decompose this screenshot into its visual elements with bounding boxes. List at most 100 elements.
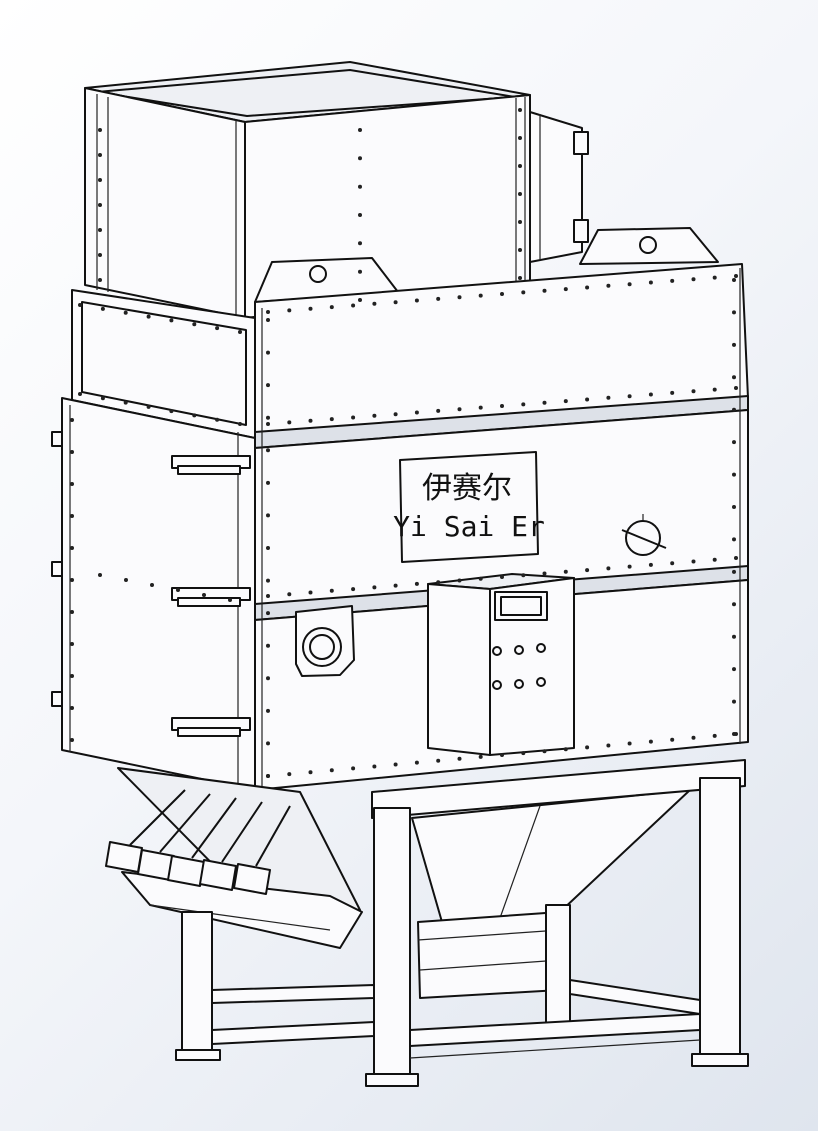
- rivet: [457, 756, 462, 761]
- rivet: [169, 318, 174, 323]
- rivet: [70, 450, 74, 454]
- rivet: [266, 350, 270, 355]
- rivet: [329, 588, 334, 593]
- rivet: [585, 285, 590, 290]
- nameplate-frame: [399, 451, 539, 563]
- frame-top-beam: [371, 759, 746, 819]
- rivet: [732, 505, 736, 509]
- hinge-2: [51, 561, 63, 577]
- rivet: [478, 576, 483, 581]
- rivet: [732, 602, 736, 607]
- front-main-body: 伊赛尔 Yi Sai Er: [254, 227, 749, 791]
- rivet: [518, 164, 522, 168]
- rivet: [358, 128, 362, 132]
- rivet: [436, 408, 441, 413]
- rivet: [648, 739, 653, 744]
- gearbox-bracket-lower: [573, 219, 589, 243]
- rivet: [542, 288, 547, 293]
- rivet: [732, 732, 736, 736]
- rivet: [308, 306, 313, 311]
- rivet: [70, 642, 74, 646]
- control-button-2: [514, 645, 524, 655]
- rail-left-lower: [211, 1021, 375, 1045]
- rivet: [670, 561, 675, 566]
- rivet: [563, 399, 568, 404]
- rivet: [606, 743, 611, 748]
- rivet: [70, 482, 74, 486]
- rivet: [358, 241, 362, 246]
- rivet: [70, 674, 74, 678]
- rivet: [372, 764, 377, 769]
- rivet: [372, 301, 377, 306]
- rivet: [436, 296, 441, 301]
- rivet: [732, 472, 736, 477]
- rivet: [70, 610, 74, 614]
- rivet: [266, 708, 270, 713]
- rivet: [457, 295, 462, 300]
- door-handle-2: [171, 587, 251, 607]
- rivet: [734, 386, 738, 390]
- rivet: [358, 184, 362, 189]
- control-button-1: [492, 646, 502, 656]
- rivet: [542, 400, 547, 405]
- rivet: [372, 413, 377, 418]
- rivet: [393, 583, 398, 588]
- rivet: [414, 410, 419, 415]
- rivet: [78, 392, 82, 396]
- rivet: [266, 578, 270, 583]
- rivet: [70, 514, 74, 518]
- rivet: [70, 706, 74, 710]
- nameplate-chinese-text: 伊赛尔: [422, 471, 512, 506]
- rivet: [670, 737, 675, 742]
- control-box-front: [489, 577, 575, 756]
- rivet: [202, 593, 206, 597]
- foot-pad-1: [175, 1049, 221, 1061]
- discharge-nozzle-5: [233, 805, 291, 895]
- rivet: [627, 741, 632, 746]
- rivet: [329, 305, 334, 310]
- rivet: [393, 762, 398, 767]
- gearbox-bracket-upper: [573, 131, 589, 155]
- rivet: [648, 562, 653, 567]
- rivet: [518, 108, 522, 112]
- rivet: [393, 300, 398, 305]
- frame-leg-front-left: [373, 807, 411, 1081]
- rivet: [238, 422, 242, 426]
- rivet: [691, 277, 696, 282]
- rivet: [521, 290, 526, 295]
- rivet: [358, 156, 362, 161]
- frame-leg-rear-right: [545, 904, 571, 1026]
- foot-pad-3: [691, 1053, 749, 1067]
- rivet: [712, 387, 717, 392]
- rivet: [308, 590, 313, 595]
- control-button-5: [514, 679, 524, 689]
- rivet: [100, 306, 105, 311]
- foot-pad-2: [365, 1073, 419, 1087]
- rivet: [358, 213, 362, 217]
- rivet: [100, 396, 105, 401]
- rivet: [648, 280, 653, 285]
- rivet: [70, 578, 74, 582]
- rivet: [518, 192, 522, 196]
- rivet: [351, 415, 356, 420]
- rivet: [648, 392, 653, 397]
- rivet: [518, 220, 522, 224]
- rivet: [266, 774, 270, 778]
- rivet: [228, 598, 232, 602]
- rivet: [266, 422, 270, 426]
- rivet: [732, 375, 736, 380]
- rivet: [393, 412, 398, 417]
- rivet: [712, 275, 717, 280]
- rivet: [266, 448, 270, 453]
- control-button-6: [536, 677, 546, 687]
- rivet: [308, 770, 313, 775]
- hopper-outlet-box: [417, 911, 561, 999]
- control-buttons: [492, 643, 546, 690]
- rivet: [169, 409, 174, 414]
- rivet: [585, 397, 590, 402]
- rivet: [266, 310, 270, 314]
- rivet: [732, 407, 736, 412]
- rivet: [266, 480, 270, 485]
- door-handle-3: [171, 717, 251, 737]
- rivet: [98, 178, 102, 182]
